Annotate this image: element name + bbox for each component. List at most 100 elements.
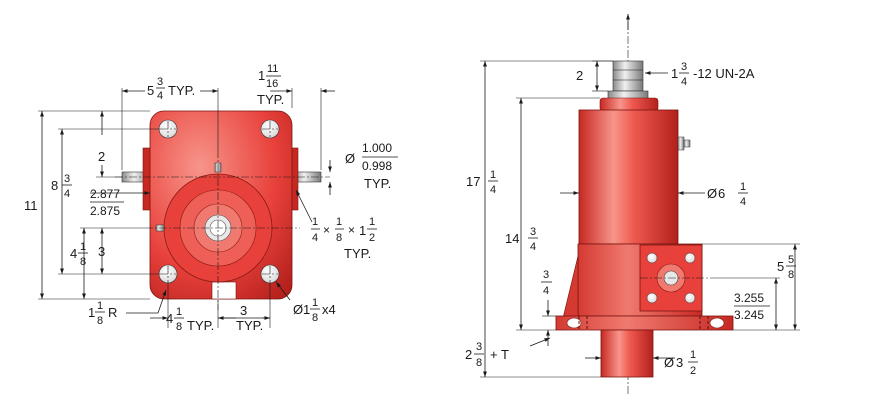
dim-dia-6-whole: 6	[718, 186, 725, 201]
dim-holes-den: 8	[312, 312, 318, 324]
dim-holes-suffix: x4	[322, 302, 336, 317]
dim-4-1-8-den: 8	[80, 256, 86, 268]
cylinder-fitting	[677, 136, 685, 151]
dim-2-3-8-num: 3	[476, 341, 482, 353]
dim-shaft-prefix: Ø	[345, 151, 355, 166]
dim-key-c-whole: 1	[359, 223, 366, 238]
dim-5-3-4-whole: 5	[147, 83, 154, 98]
front-view-labels: 5 3 4 TYP. 1 11 16 TYP. 11 8 3 4 2 2.877…	[24, 63, 398, 333]
flange-bolt-br	[684, 292, 696, 304]
dim-key-suffix: TYP.	[344, 246, 371, 261]
dim-1-11-16-num: 11	[267, 63, 278, 75]
flange-bolt-bl	[646, 292, 658, 304]
dim-17-1-4-whole: 17	[466, 174, 480, 189]
dim-1-1-8-r-suffix: R	[108, 305, 117, 320]
dim-key-c-den: 2	[369, 232, 375, 244]
front-view	[115, 110, 330, 310]
dim-key-b-num: 1	[336, 216, 342, 228]
dim-thread-suffix: -12 UN-2A	[693, 66, 755, 81]
dim-14-3-4-num: 3	[530, 226, 536, 238]
dim-17-1-4-den: 4	[490, 184, 496, 196]
dim-2: 2	[98, 149, 105, 164]
dim-2-3-8-suffix: + T	[490, 347, 509, 362]
dim-thread-den: 4	[681, 76, 687, 88]
dim-dia-3-prefix: Ø	[664, 355, 674, 370]
dim-dia-6-prefix: Ø	[707, 186, 717, 201]
bottom-shaft	[600, 329, 654, 378]
dim-3-typ-value: 3	[240, 303, 247, 318]
dim-key-b-den: 8	[336, 232, 342, 244]
dim-key-times1: ×	[323, 223, 330, 237]
left-web	[562, 255, 579, 319]
base-hole-right	[709, 317, 725, 329]
dim-5-5-8-den: 8	[788, 269, 794, 281]
side-view-dimensions	[480, 60, 800, 378]
dim-shaft-suffix: TYP.	[364, 176, 391, 191]
dim-3245: 3.245	[734, 308, 764, 322]
dim-14-3-4-whole: 14	[505, 231, 519, 246]
dim-17-1-4-num: 1	[490, 169, 496, 181]
dim-1-1-8-r-num: 1	[97, 300, 103, 312]
dim-dia-3-den: 2	[690, 365, 696, 377]
dim-key-a-den: 4	[312, 232, 318, 244]
dim-3-4-num: 3	[543, 269, 549, 281]
flange-bolt-tr	[684, 252, 696, 264]
dim-5-5-8-num: 5	[788, 254, 794, 266]
dim-8-3-4-den: 4	[64, 188, 70, 200]
dim-11: 11	[24, 198, 38, 213]
cylinder-body	[578, 109, 679, 245]
base-hole-left	[566, 317, 582, 329]
dim-8-3-4-num: 3	[64, 173, 70, 185]
dim-1-11-16-whole: 1	[258, 68, 265, 83]
dim-dia-3-num: 1	[690, 349, 696, 361]
dim-2875: 2.875	[90, 204, 120, 218]
front-view-dimensions	[38, 88, 335, 328]
dim-key-times2: ×	[348, 223, 355, 237]
dim-2-3-8-whole: 2	[465, 347, 472, 362]
cylinder-top-cap	[599, 97, 659, 112]
dim-1-1-8-r-den: 8	[97, 315, 103, 327]
dim-4-1-8-typ-num: 1	[176, 306, 182, 318]
flange-bolt-tl	[646, 252, 658, 264]
dim-4-1-8-typ-den: 8	[176, 321, 182, 333]
dim-4-1-8-typ-suffix: TYP.	[187, 318, 214, 333]
dim-5-3-4-num: 3	[157, 76, 163, 88]
dim-2-3-8-den: 8	[476, 357, 482, 369]
dim-thread-whole: 1	[671, 66, 678, 81]
dim-4-1-8-typ-whole: 4	[166, 311, 173, 326]
dim-1-11-16-suffix: TYP.	[257, 92, 284, 107]
dim-5-5-8-whole: 5	[777, 259, 784, 274]
dim-1-11-16-den: 16	[266, 78, 278, 90]
side-view-labels: 2 1 3 4 -12 UN-2A 17 1 4 14 3 4 Ø 6 1 4 …	[465, 61, 796, 377]
dim-key-a-num: 1	[312, 216, 318, 228]
dim-holes-prefix: Ø	[293, 302, 303, 317]
dim-14-3-4-den: 4	[530, 241, 536, 253]
dim-3-left: 3	[98, 244, 105, 259]
dim-2877: 2.877	[90, 187, 120, 201]
dim-3-4-den: 4	[543, 285, 549, 297]
dim-holes-num: 1	[312, 297, 318, 309]
dim-thread-num: 3	[681, 61, 687, 73]
dim-3-typ-suffix: TYP.	[236, 318, 263, 333]
side-view	[555, 14, 734, 395]
dim-dia-3-whole: 3	[676, 355, 683, 370]
dim-holes-whole: 1	[303, 302, 310, 317]
dim-4-1-8-whole: 4	[70, 246, 77, 261]
dim-5-3-4-den: 4	[157, 90, 163, 102]
cylinder-fitting-tip	[683, 139, 691, 148]
dim-3255: 3.255	[734, 291, 764, 305]
side-dim-2: 2	[576, 68, 583, 83]
base-plate	[555, 315, 734, 331]
dim-8-3-4-whole: 8	[51, 178, 58, 193]
plate-notch	[211, 281, 237, 300]
threaded-end	[612, 60, 644, 92]
dim-5-3-4-suffix: TYP.	[168, 83, 195, 98]
dim-shaft-lower: 0.998	[362, 159, 392, 173]
dim-shaft-upper: 1.000	[362, 141, 392, 155]
dim-4-1-8-num: 1	[80, 241, 86, 253]
dim-dia-6-den: 4	[740, 196, 746, 208]
dim-1-1-8-r-whole: 1	[88, 305, 95, 320]
dim-dia-6-num: 1	[740, 181, 746, 193]
dim-key-c-num: 1	[369, 216, 375, 228]
